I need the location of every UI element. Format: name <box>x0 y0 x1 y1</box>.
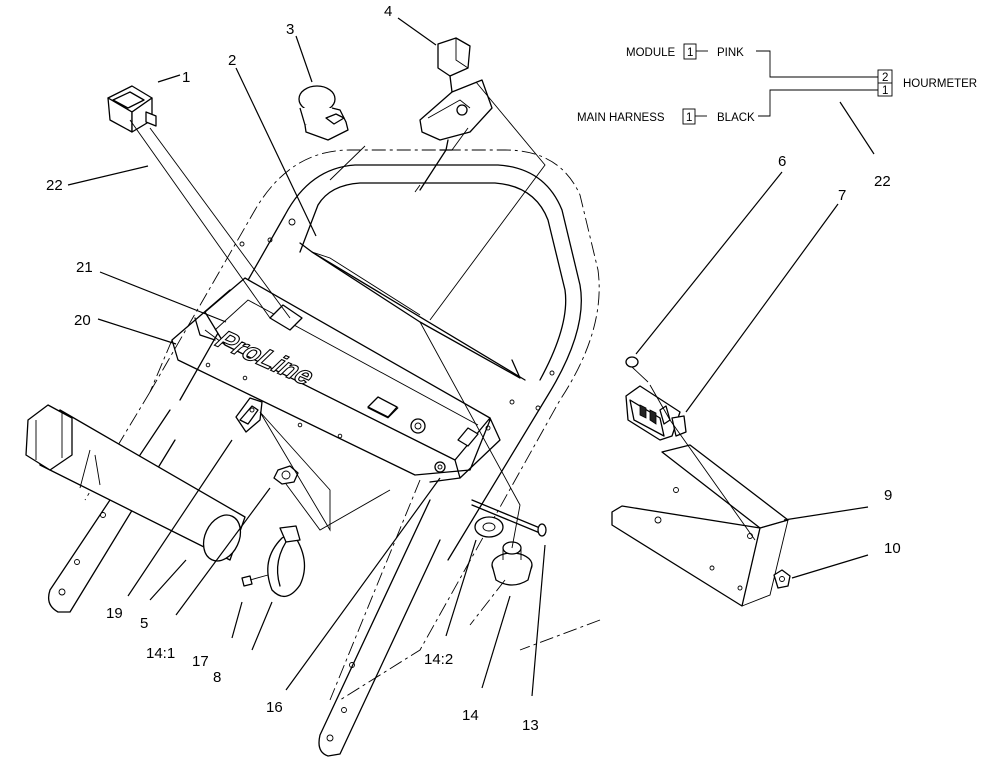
info-plate <box>299 242 526 381</box>
mounting-bracket <box>611 444 789 607</box>
leader-lines <box>67 17 875 697</box>
callout-7: 7 <box>838 187 846 204</box>
callout-21: 21 <box>76 259 93 276</box>
hourmeter-pin-bottom: 1 <box>882 85 888 97</box>
callout-13: 13 <box>522 717 539 734</box>
hex-nut-14-1 <box>273 465 299 485</box>
callout-2: 2 <box>228 52 236 69</box>
callout-10: 10 <box>884 540 901 557</box>
callout-19: 19 <box>106 605 123 622</box>
knob-14 <box>491 541 533 586</box>
bolt-13 <box>471 499 547 537</box>
nut-10 <box>773 569 791 589</box>
callout-9: 9 <box>884 487 892 504</box>
callout-14-2: 14:2 <box>424 651 453 668</box>
choke-knob <box>298 85 349 141</box>
power-receptacle <box>625 385 687 441</box>
key-switch <box>235 397 263 433</box>
callout-8: 8 <box>213 669 221 686</box>
control-panel: ProLine <box>171 277 501 483</box>
callout-16: 16 <box>266 699 283 716</box>
callout-4: 4 <box>384 3 392 20</box>
main-harness-pin-box <box>682 108 696 125</box>
cable-tie <box>267 525 306 597</box>
hourmeter-pin-top: 2 <box>882 72 888 84</box>
handle-grip <box>25 404 246 562</box>
pink-label: PINK <box>717 47 744 59</box>
module-pin: 1 <box>687 47 693 59</box>
main-harness-pin: 1 <box>686 112 692 124</box>
callout-14-1: 14:1 <box>146 645 175 662</box>
screw-6 <box>625 356 649 383</box>
callout-20: 20 <box>74 312 91 329</box>
module-label: MODULE <box>626 47 676 59</box>
callout-labels: 1 2 3 4 22 21 20 19 5 14:1 17 8 16 14:2 … <box>46 3 901 734</box>
assembly-lines <box>129 81 756 651</box>
callout-1: 1 <box>182 69 190 86</box>
throttle-lever <box>414 37 493 193</box>
callout-17: 17 <box>192 653 209 670</box>
black-label: BLACK <box>717 112 755 124</box>
hourmeter-label: HOURMETER <box>903 78 977 90</box>
callout-22-left: 22 <box>46 177 63 194</box>
callout-3: 3 <box>286 21 294 38</box>
washer-14-2 <box>474 516 504 538</box>
callout-14: 14 <box>462 707 479 724</box>
callout-5: 5 <box>140 615 148 632</box>
screw-17 <box>241 574 269 587</box>
main-harness-label: MAIN HARNESS <box>577 112 665 124</box>
callout-22-right: 22 <box>874 173 891 190</box>
module-pin-box <box>683 43 697 60</box>
callout-6: 6 <box>778 153 786 170</box>
wiring-schematic: MODULE 1 PINK MAIN HARNESS 1 BLACK 2 1 H… <box>577 43 977 125</box>
hourmeter <box>107 85 157 133</box>
handle-frame <box>47 149 600 757</box>
